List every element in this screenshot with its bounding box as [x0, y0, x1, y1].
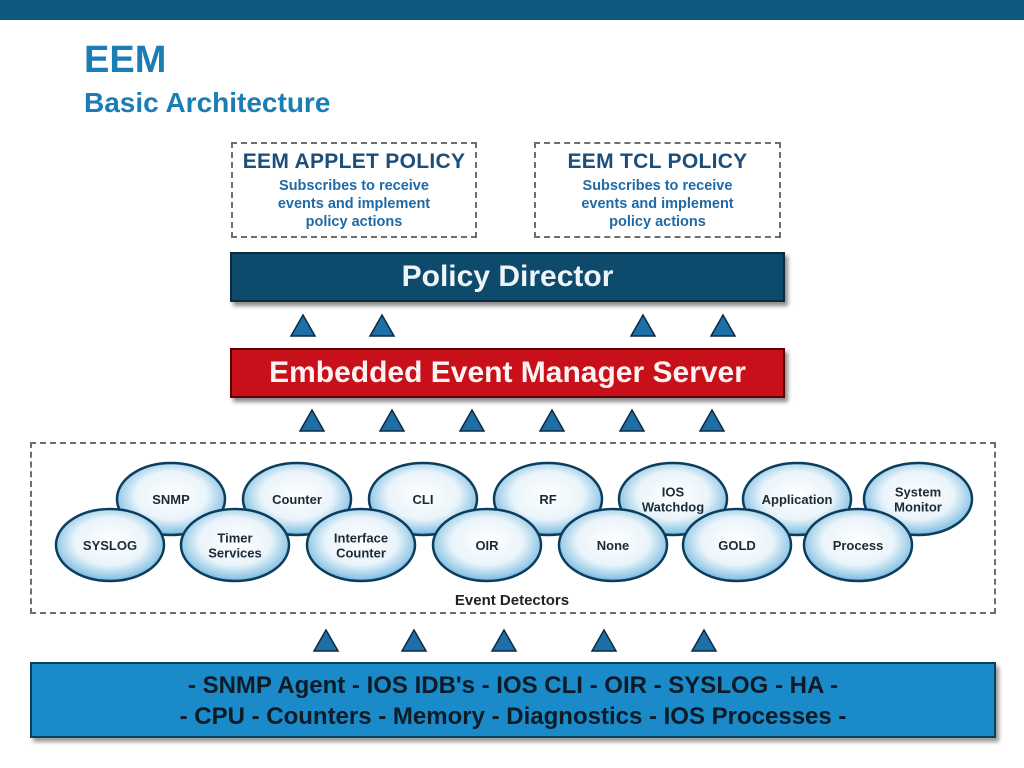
event-detectors-label: Event Detectors — [454, 592, 570, 609]
event-detector-label: SYSLOG — [83, 538, 137, 553]
tcl-policy-heading: EEM TCL POLICY — [567, 150, 748, 173]
applet-policy-description: Subscribes to receive events and impleme… — [277, 178, 431, 230]
applet-policy-box: EEM APPLET POLICY Subscribes to receive … — [231, 142, 477, 238]
up-arrow-icon — [538, 408, 566, 432]
up-arrow-icon — [618, 408, 646, 432]
event-detector-label: IOS — [662, 485, 685, 500]
event-sources-line-1: - SNMP Agent - IOS IDB's - IOS CLI - OIR… — [187, 672, 839, 699]
event-sources-line-2: - CPU - Counters - Memory - Diagnostics … — [179, 703, 847, 730]
up-arrow-icon — [690, 628, 718, 652]
tcl-policy-box: EEM TCL POLICY Subscribes to receive eve… — [534, 142, 781, 238]
event-detector-label: OIR — [475, 538, 499, 553]
event-detector-ellipse: OIR — [431, 507, 543, 583]
policy-director-bar: Policy Director — [230, 252, 785, 302]
event-detector-ellipse: None — [557, 507, 669, 583]
event-detector-ellipse: Process — [802, 507, 914, 583]
event-detector-label: RF — [539, 492, 556, 507]
up-arrow-icon — [590, 628, 618, 652]
up-arrow-icon — [490, 628, 518, 652]
up-arrow-icon — [458, 408, 486, 432]
event-detector-label: GOLD — [718, 538, 756, 553]
event-detector-label: CLI — [413, 492, 434, 507]
event-detector-label: System — [895, 485, 941, 500]
event-detector-label: Counter — [336, 546, 386, 561]
event-detector-label: Services — [208, 546, 262, 561]
event-detector-label: None — [597, 538, 630, 553]
up-arrow-icon — [312, 628, 340, 652]
up-arrow-icon — [368, 313, 396, 337]
up-arrow-icon — [298, 408, 326, 432]
page-subtitle: Basic Architecture — [84, 87, 331, 118]
event-detector-ellipse: GOLD — [681, 507, 793, 583]
eem-server-bar: Embedded Event Manager Server — [230, 348, 785, 398]
tcl-policy-description: Subscribes to receive events and impleme… — [581, 178, 734, 230]
applet-policy-heading: EEM APPLET POLICY — [242, 150, 466, 173]
event-detector-label: Process — [833, 538, 884, 553]
event-detector-label: SNMP — [152, 492, 190, 507]
up-arrow-icon — [289, 313, 317, 337]
up-arrow-icon — [400, 628, 428, 652]
event-detector-label: Application — [762, 492, 833, 507]
top-banner — [0, 0, 1024, 20]
page-title: EEM — [84, 39, 167, 81]
event-sources-bar: - SNMP Agent - IOS IDB's - IOS CLI - OIR… — [30, 662, 996, 738]
event-detector-label: Monitor — [894, 500, 942, 515]
up-arrow-icon — [378, 408, 406, 432]
event-detector-label: Counter — [272, 492, 322, 507]
event-detector-label: Timer — [217, 531, 252, 546]
event-detector-label: Watchdog — [642, 500, 704, 515]
up-arrow-icon — [709, 313, 737, 337]
up-arrow-icon — [698, 408, 726, 432]
up-arrow-icon — [629, 313, 657, 337]
event-detector-label: Interface — [334, 531, 388, 546]
event-detector-ellipse: SYSLOG — [54, 507, 166, 583]
